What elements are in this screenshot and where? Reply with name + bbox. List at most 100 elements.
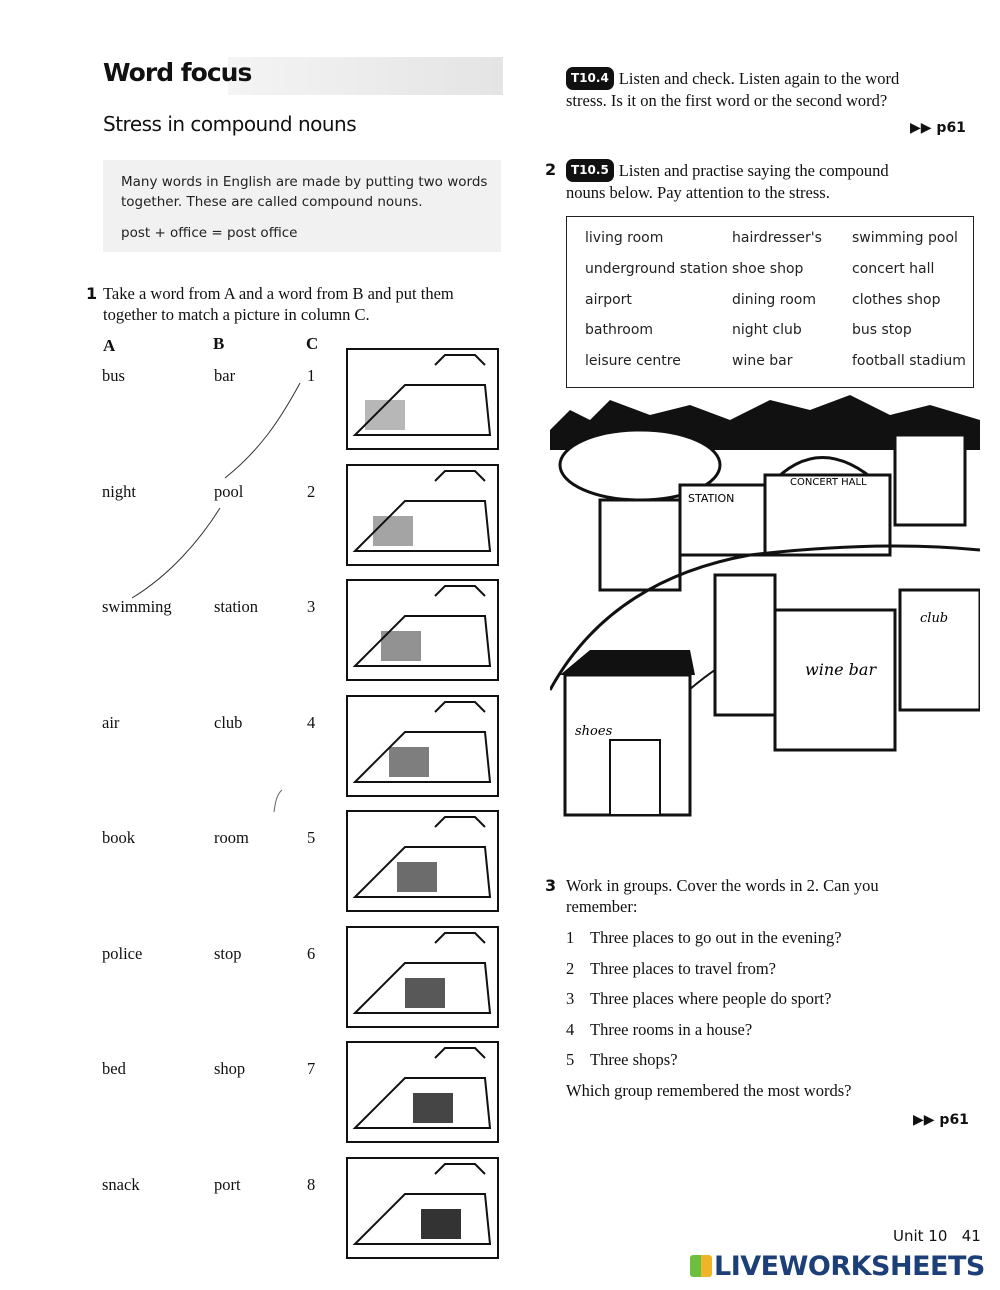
logo-text: LIVEWORKSHEETS bbox=[714, 1251, 985, 1282]
column-c-cell: 3 bbox=[307, 597, 316, 616]
fast-forward-icon: ▶▶ bbox=[910, 120, 937, 136]
column-a-cell: swimming bbox=[102, 597, 172, 616]
column-c-cell: 4 bbox=[307, 712, 316, 732]
column-c-cell: 8 bbox=[307, 1174, 316, 1194]
picture-6 bbox=[345, 923, 500, 1031]
title-bar-texture bbox=[228, 57, 503, 95]
wine-bar-sign: wine bar bbox=[805, 660, 877, 679]
compound-noun-box: living room hairdresser's swimming pool und… bbox=[566, 216, 974, 388]
picture-1 bbox=[345, 345, 500, 453]
compound-noun: dining room bbox=[732, 291, 816, 308]
question-text: Three rooms in a house? bbox=[590, 1019, 753, 1039]
column-b-cell: station bbox=[214, 597, 258, 616]
column-a-header: A bbox=[103, 336, 116, 355]
compound-noun: night club bbox=[732, 322, 802, 339]
exercise-number: 1 bbox=[86, 284, 98, 303]
question-text: Three places to go out in the evening? bbox=[590, 928, 842, 947]
compound-noun: hairdresser's bbox=[732, 230, 822, 246]
column-b-cell: room bbox=[214, 828, 249, 847]
column-a-cell: air bbox=[102, 712, 120, 732]
compound-noun: wine bar bbox=[732, 353, 793, 370]
question-text: Three places where people do sport? bbox=[590, 989, 832, 1009]
compound-noun: bus stop bbox=[852, 322, 912, 339]
column-b-cell: stop bbox=[214, 943, 242, 963]
column-a-cell: police bbox=[102, 943, 143, 963]
picture-8 bbox=[345, 1154, 500, 1262]
match-line bbox=[224, 382, 301, 479]
liveworksheets-logo: LIVEWORKSHEETS bbox=[690, 1251, 985, 1282]
note-line: together. These are called compound noun… bbox=[121, 194, 423, 210]
fast-forward-icon: ▶▶ bbox=[913, 1112, 940, 1128]
page-number: 41 bbox=[961, 1227, 981, 1245]
compound-noun: bathroom bbox=[585, 322, 654, 339]
section-subtitle: Stress in compound nouns bbox=[103, 112, 357, 136]
instruction-line: together to match a picture in column C. bbox=[103, 305, 370, 324]
exercise-number: 3 bbox=[545, 876, 557, 895]
column-c-cell: 5 bbox=[307, 828, 316, 847]
live-logo-icon bbox=[690, 1255, 712, 1277]
picture-7 bbox=[345, 1038, 500, 1146]
question-number: 3 bbox=[566, 989, 575, 1009]
concert-hall-sign: CONCERT HALL bbox=[790, 477, 867, 488]
column-a-cell: bed bbox=[102, 1059, 126, 1078]
compound-noun: clothes shop bbox=[852, 291, 941, 308]
shoes-sign: shoes bbox=[575, 724, 613, 739]
unit-label: Unit 10 bbox=[893, 1227, 948, 1245]
compound-noun: airport bbox=[585, 291, 632, 308]
column-a-cell: snack bbox=[102, 1174, 140, 1194]
picture-5 bbox=[345, 807, 500, 915]
column-c-cell: 6 bbox=[307, 943, 316, 963]
question-text: Three places to travel from? bbox=[590, 958, 776, 978]
compound-noun: shoe shop bbox=[732, 260, 804, 277]
column-b-cell: port bbox=[214, 1174, 241, 1194]
question-number: 1 bbox=[566, 928, 575, 947]
page-title: Word focus bbox=[103, 58, 252, 87]
compound-noun: swimming pool bbox=[852, 230, 958, 246]
compound-noun: underground station bbox=[585, 260, 728, 277]
picture-4 bbox=[345, 692, 500, 800]
column-c-cell: 7 bbox=[307, 1059, 316, 1078]
column-c-header: C bbox=[306, 334, 319, 353]
page-ref-label: p61 bbox=[936, 120, 966, 136]
match-line bbox=[131, 507, 221, 599]
compound-noun: living room bbox=[585, 230, 664, 246]
question-number: 2 bbox=[566, 958, 575, 978]
column-c-cell: 1 bbox=[307, 366, 316, 385]
page-ref-label: p61 bbox=[939, 1112, 969, 1128]
audio-track-badge[interactable]: T10.5 bbox=[566, 159, 614, 182]
column-b-header: B bbox=[213, 334, 225, 353]
page-reference[interactable]: ▶▶ p61 bbox=[910, 120, 966, 136]
note-example: post + office = post office bbox=[121, 225, 298, 241]
instruction-line: Listen and check. Listen again to the wo… bbox=[618, 69, 900, 88]
instruction-line: stress. Is it on the first word or the s… bbox=[566, 91, 888, 110]
column-b-cell: shop bbox=[214, 1059, 246, 1078]
exercise-number: 2 bbox=[545, 160, 557, 179]
question-number: 4 bbox=[566, 1019, 575, 1039]
picture-2 bbox=[345, 461, 500, 569]
exercise-1-instruction: Take a word from A and a word from B and… bbox=[103, 283, 454, 325]
audio-track-badge[interactable]: T10.4 bbox=[566, 67, 614, 90]
compound-noun: football stadium bbox=[852, 353, 966, 370]
station-sign: STATION bbox=[688, 492, 734, 505]
page-reference[interactable]: ▶▶ p61 bbox=[913, 1112, 969, 1128]
note-line: Many words in English are made by puttin… bbox=[121, 174, 488, 190]
matching-lines bbox=[131, 382, 301, 813]
compound-noun: concert hall bbox=[852, 260, 935, 277]
column-b-cell: bar bbox=[214, 366, 236, 385]
city-illustration: CONCERT HALL STATION wine bar club shoes bbox=[550, 390, 980, 835]
closing-question: Which group remembered the most words? bbox=[566, 1081, 852, 1100]
info-note: Many words in English are made by puttin… bbox=[103, 160, 501, 252]
exercise-3-instruction: Work in groups. Cover the words in 2. Ca… bbox=[566, 875, 879, 917]
column-a-cell: book bbox=[102, 828, 135, 847]
instruction-line: remember: bbox=[566, 897, 638, 916]
column-a-cell: bus bbox=[102, 366, 125, 385]
compound-noun: leisure centre bbox=[585, 353, 681, 370]
club-sign: club bbox=[920, 611, 948, 626]
column-a-cell: night bbox=[102, 481, 136, 501]
instruction-line: Take a word from A and a word from B and… bbox=[103, 284, 454, 303]
column-c-cell: 2 bbox=[307, 481, 316, 501]
question-text: Three shops? bbox=[590, 1050, 678, 1070]
